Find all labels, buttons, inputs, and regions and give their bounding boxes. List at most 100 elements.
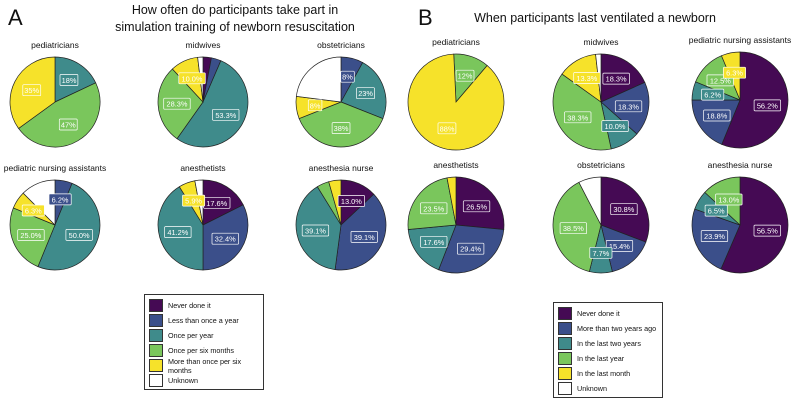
- slice-label-box: [178, 72, 206, 85]
- slice-label: 17.6%: [206, 199, 227, 208]
- slice-label: 18.3%: [606, 75, 627, 84]
- slice-label-box: [163, 97, 191, 110]
- legend-swatch: [149, 329, 163, 342]
- slice-label: 17.6%: [423, 238, 444, 247]
- legend-label: More than two years ago: [577, 324, 657, 333]
- slice-label-box: [559, 222, 587, 235]
- legend-item: In the last two years: [558, 336, 658, 351]
- legend-item: Once per six months: [149, 343, 259, 358]
- legend-swatch: [149, 359, 163, 372]
- slice-label-box: [301, 224, 330, 237]
- legend-swatch: [558, 352, 572, 365]
- legend-swatch: [558, 337, 572, 350]
- legend-swatch: [558, 382, 572, 395]
- legend-label: In the last year: [577, 354, 625, 363]
- slice-label-box: [589, 246, 613, 259]
- slice-label-box: [701, 88, 725, 101]
- legend-item: More than once per six months: [149, 357, 259, 375]
- slice-label-box: [457, 242, 485, 255]
- slice-label-box: [48, 193, 72, 206]
- pie-title: pediatricians: [432, 37, 480, 47]
- slice-label: 6.3%: [726, 69, 743, 78]
- slice-label-box: [753, 224, 781, 237]
- slice-label-box: [715, 193, 743, 206]
- slice-label-box: [420, 202, 448, 215]
- slice-label-box: [703, 109, 731, 122]
- slice-label-box: [614, 100, 643, 113]
- pie-slice: [18, 82, 101, 148]
- legend-swatch: [558, 367, 572, 380]
- slice-label: 10.0%: [182, 74, 203, 83]
- panel-b-title: When participants last ventilated a newb…: [440, 10, 750, 27]
- pie-slice: [22, 179, 56, 226]
- slice-label: 18%: [62, 76, 77, 85]
- legend-swatch: [149, 374, 163, 387]
- slice-label: 32.4%: [215, 235, 236, 244]
- slice-label: 47%: [61, 121, 76, 130]
- slice-label: 39.1%: [354, 233, 375, 242]
- pie-slice: [407, 53, 505, 151]
- legend-label: Less than once a year: [168, 316, 239, 325]
- legend-item: Once per year: [149, 328, 259, 343]
- slice-label-box: [58, 118, 78, 131]
- slice-label: 29.4%: [460, 245, 481, 254]
- slice-label: 56.2%: [757, 101, 778, 110]
- pie-title: anesthetists: [180, 163, 225, 173]
- slice-label: 25.0%: [20, 231, 41, 240]
- legend-item: More than two years ago: [558, 321, 658, 336]
- pie-title: obstetricians: [577, 160, 625, 170]
- slice-label-box: [437, 122, 457, 135]
- slice-label: 13.0%: [341, 197, 362, 206]
- slice-label-box: [21, 204, 45, 217]
- slice-label: 53.3%: [215, 111, 236, 120]
- slice-label: 38%: [334, 124, 349, 133]
- pie-slice: [37, 182, 101, 271]
- panel-a-title-line2: simulation training of newborn resuscita…: [115, 19, 355, 34]
- slice-label-box: [307, 99, 323, 112]
- slice-label: 8%: [310, 101, 321, 110]
- legend-swatch: [558, 322, 572, 335]
- slice-label: 18.8%: [706, 112, 727, 121]
- slice-label: 56.5%: [757, 227, 778, 236]
- pie-title: anesthesia nurse: [309, 163, 374, 173]
- slice-label-box: [723, 66, 746, 79]
- slice-label: 5.9%: [185, 197, 202, 206]
- panel-b-legend: Never done it More than two years ago In…: [553, 302, 663, 398]
- legend-label: Once per year: [168, 331, 214, 340]
- slice-label: 12.5%: [710, 76, 731, 85]
- slice-label-box: [331, 122, 351, 134]
- slice-label-box: [602, 72, 630, 85]
- pie-chart-9: pediatric nursing assistants 56.2% 18.8% 6.…: [689, 35, 792, 149]
- slice-label-box: [65, 229, 93, 241]
- slice-label-box: [420, 235, 448, 248]
- slice-label: 13.0%: [718, 196, 739, 205]
- slice-label: 6.2%: [52, 195, 69, 204]
- slice-label-box: [455, 69, 475, 82]
- legend-swatch: [149, 344, 163, 357]
- legend-item: Unknown: [558, 381, 658, 396]
- slice-label-box: [350, 231, 378, 243]
- pie-slice: [446, 176, 457, 226]
- slice-label-box: [601, 120, 629, 132]
- legend-label: Once per six months: [168, 346, 234, 355]
- slice-label-box: [59, 74, 79, 86]
- slice-label-box: [22, 84, 42, 97]
- pie-slice: [176, 60, 249, 148]
- slice-label: 6.3%: [25, 207, 42, 216]
- panel-a-title-line1: How often do participants take part in: [131, 3, 339, 17]
- pie-title: pediatric nursing assistants: [689, 35, 792, 45]
- legend-label: Unknown: [168, 376, 198, 385]
- slice-label: 6.5%: [708, 207, 725, 216]
- panel-a-legend: Never done it Less than once a year Once…: [144, 294, 264, 390]
- slice-label: 12%: [458, 72, 473, 81]
- slice-label: 30.8%: [613, 205, 634, 214]
- legend-swatch: [149, 299, 163, 312]
- pie-title: midwives: [186, 40, 221, 50]
- legend-item: Never done it: [558, 306, 658, 321]
- slice-label-box: [356, 87, 375, 100]
- legend-swatch: [558, 307, 572, 320]
- pie-slice: [295, 56, 342, 103]
- slice-label-box: [164, 226, 192, 238]
